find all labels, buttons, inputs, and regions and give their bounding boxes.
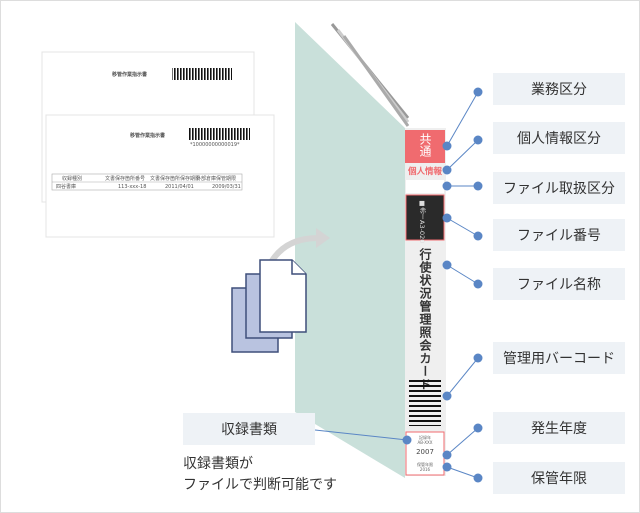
svg-text:ファイル番号: ファイル番号 [517,228,601,244]
table-cell: 113-xxx-18 [118,184,146,190]
table-header: 文書保存箇所保存期限 [150,175,200,182]
box-line2: AB-XXX [418,440,433,445]
table-cell: 四谷書庫 [56,183,76,190]
label-file-meisho: ファイル名称 [493,268,625,300]
category-block [405,130,445,163]
binder-cover [295,22,405,478]
management-barcode [409,378,441,426]
svg-text:業務区分: 業務区分 [531,82,587,98]
svg-text:管理用バーコード: 管理用バーコード [503,351,615,367]
svg-text:発生年度: 発生年度 [531,421,587,437]
label-file-toriatsukai-kubun: ファイル取扱区分 [493,172,625,204]
connectors [314,87,483,483]
label-shuroku-shorui: 収録書類 [183,413,315,445]
year-text: 2007 [416,448,434,456]
box-line1: 記録年 [419,434,431,440]
retention-value: 2016 [420,467,431,472]
file-number-block [405,194,445,241]
binder-pages [330,23,410,127]
table-cell: 2009/03/31 [212,184,241,190]
caption-line-2: ファイルで判断可能です [183,477,337,493]
table-header: 外部倉庫保管期限 [196,175,236,182]
table-cell: 2011/04/01 [165,184,194,190]
label-hokan-nengen: 保管年限 [493,462,625,494]
caption-line-1: 収録書類が [183,456,253,472]
svg-text:収録書類: 収録書類 [221,422,277,438]
label-hassei-nendo: 発生年度 [493,412,625,444]
file-name-text: 行使状況管理照会カード [418,247,432,391]
label-kanri-barcode: 管理用バーコード [493,342,625,374]
svg-text:個人情報区分: 個人情報区分 [517,131,601,147]
document-title: 移管作業指示書 [112,71,147,78]
document-title: 移管作業指示書 [130,132,165,139]
label-file-bango: ファイル番号 [493,219,625,251]
table-header: 収録種別 [62,175,82,182]
document-barcode-number: *10000000000019* [190,142,240,148]
documents-icon [231,259,307,353]
retention-label: 保管年限 [417,461,433,467]
table-header: 文書保存箇所番号 [105,175,145,182]
privacy-text: 個人情報 [407,166,443,177]
svg-text:保管年限: 保管年限 [531,471,587,487]
category-text: 共通 [418,133,432,157]
file-number-text: ■赤ーA3-020 [418,199,426,243]
file-spine: 共通 個人情報 ■赤ーA3-020 行使状況管理照会カード 記録年 AB-XXX… [405,128,446,476]
label-kojin-joho-kubun: 個人情報区分 [493,122,625,154]
svg-text:ファイル名称: ファイル名称 [517,277,601,293]
document-sheet-front: 移管作業指示書 *10000000000019* 収録種別 文書保存箇所番号 文… [45,114,275,238]
year-box [405,431,445,476]
label-gyomu-kubun: 業務区分 [493,73,625,105]
handling-block [406,180,444,193]
svg-text:ファイル取扱区分: ファイル取扱区分 [503,181,615,197]
